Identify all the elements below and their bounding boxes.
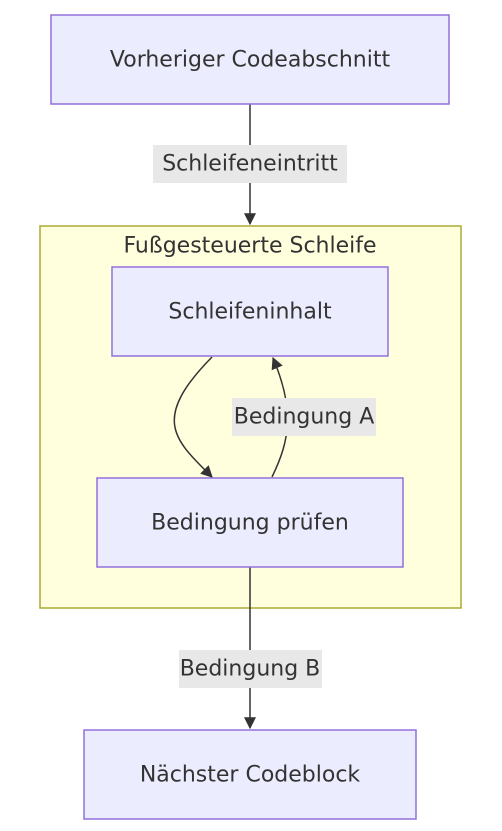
edge-label-condition-a-bg	[232, 398, 376, 436]
node-next-code-block: Nächster Codeblock	[83, 729, 417, 820]
node-previous-code-label: Vorheriger Codeabschnitt	[110, 48, 391, 73]
edge-label-entry-bg	[153, 145, 347, 183]
edge-body-to-check	[173, 356, 213, 478]
edge-label-condition-a-text: Bedingung A	[234, 405, 375, 430]
node-previous-code-box	[50, 14, 450, 105]
node-previous-code: Vorheriger Codeabschnitt	[50, 14, 450, 105]
node-next-code-block-box	[83, 729, 417, 820]
node-check-condition-label: Bedingung prüfen	[151, 511, 349, 536]
edge-label-entry-text: Schleifeneintritt	[162, 152, 338, 177]
node-loop-body-label: Schleifeninhalt	[168, 300, 332, 325]
edge-label-condition-b: Bedingung B	[179, 650, 322, 688]
node-next-code-block-label: Nächster Codeblock	[140, 763, 361, 788]
node-check-condition: Bedingung prüfen	[96, 477, 404, 568]
loop-cluster-title: Fußgesteuerte Schleife	[123, 234, 376, 259]
edge-label-condition-b-text: Bedingung B	[180, 657, 321, 682]
node-loop-body-box	[111, 266, 389, 357]
edge-label-condition-b-bg	[179, 650, 322, 688]
node-loop-body: Schleifeninhalt	[111, 266, 389, 357]
edge-label-condition-a: Bedingung A	[232, 398, 376, 436]
node-check-condition-box	[96, 477, 404, 568]
edge-label-entry: Schleifeneintritt	[153, 145, 347, 183]
